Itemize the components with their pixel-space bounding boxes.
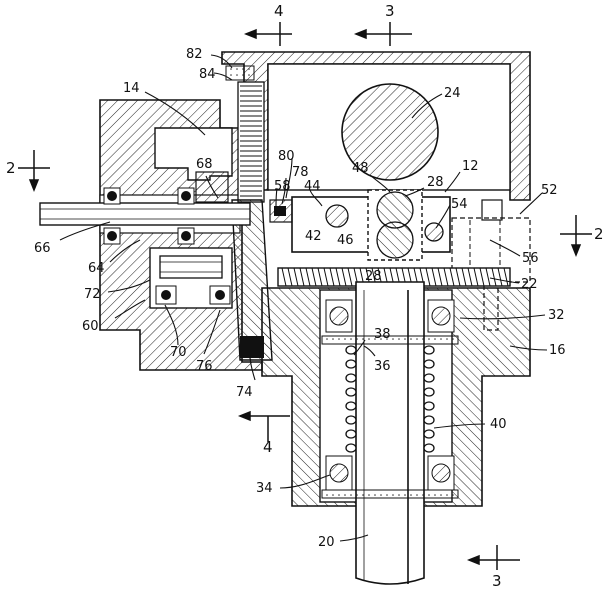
label-32: 32 xyxy=(548,308,565,323)
section-label-bottom-left: 4 xyxy=(263,438,273,456)
label-12: 12 xyxy=(462,159,479,174)
label-70: 70 xyxy=(170,345,187,360)
section-markers xyxy=(18,22,592,570)
lower-shaft-72 xyxy=(155,255,231,305)
label-34: 34 xyxy=(256,481,273,496)
label-42: 42 xyxy=(305,229,322,244)
clip-78-80 xyxy=(225,65,293,223)
bearings-64 xyxy=(103,187,195,245)
vertical-gear-74 xyxy=(231,81,273,361)
label-54: 54 xyxy=(451,197,468,212)
label-44: 44 xyxy=(304,179,321,194)
label-36: 36 xyxy=(374,359,391,374)
label-66: 66 xyxy=(34,241,51,256)
label-76: 76 xyxy=(196,359,213,374)
reference-labels: 82 84 14 24 68 80 48 12 78 28 58 44 52 5… xyxy=(6,2,604,590)
label-82: 82 xyxy=(186,47,203,62)
section-label-bottom-right: 3 xyxy=(492,572,502,590)
label-80: 80 xyxy=(278,149,295,164)
bearings-32-34 xyxy=(321,299,459,499)
label-40: 40 xyxy=(490,417,507,432)
drum-24 xyxy=(341,83,439,181)
section-label-top-right: 3 xyxy=(385,2,395,20)
input-shaft-66 xyxy=(39,171,251,226)
label-72: 72 xyxy=(84,287,101,302)
label-68: 68 xyxy=(196,157,213,172)
label-24: 24 xyxy=(444,86,461,101)
section-label-top-left: 4 xyxy=(274,2,284,20)
label-16: 16 xyxy=(549,343,566,358)
label-74: 74 xyxy=(236,385,253,400)
label-14: 14 xyxy=(123,81,140,96)
spring-40 xyxy=(345,345,435,453)
section-label-left: 2 xyxy=(6,159,16,177)
label-48: 48 xyxy=(352,161,369,176)
follower-block-44 xyxy=(291,189,451,261)
label-52: 52 xyxy=(541,183,558,198)
leader-lines xyxy=(59,54,548,542)
label-20: 20 xyxy=(318,535,335,550)
label-22: 22 xyxy=(521,277,538,292)
label-28-top: 28 xyxy=(427,175,444,190)
section-label-right: 2 xyxy=(594,225,604,243)
label-84: 84 xyxy=(199,67,216,82)
label-46: 46 xyxy=(337,233,354,248)
label-56: 56 xyxy=(522,251,539,266)
label-28-bottom: 28 xyxy=(365,269,382,284)
label-64: 64 xyxy=(88,261,105,276)
label-58: 58 xyxy=(274,179,291,194)
label-78: 78 xyxy=(292,165,309,180)
label-60: 60 xyxy=(82,319,99,334)
label-38: 38 xyxy=(374,327,391,342)
